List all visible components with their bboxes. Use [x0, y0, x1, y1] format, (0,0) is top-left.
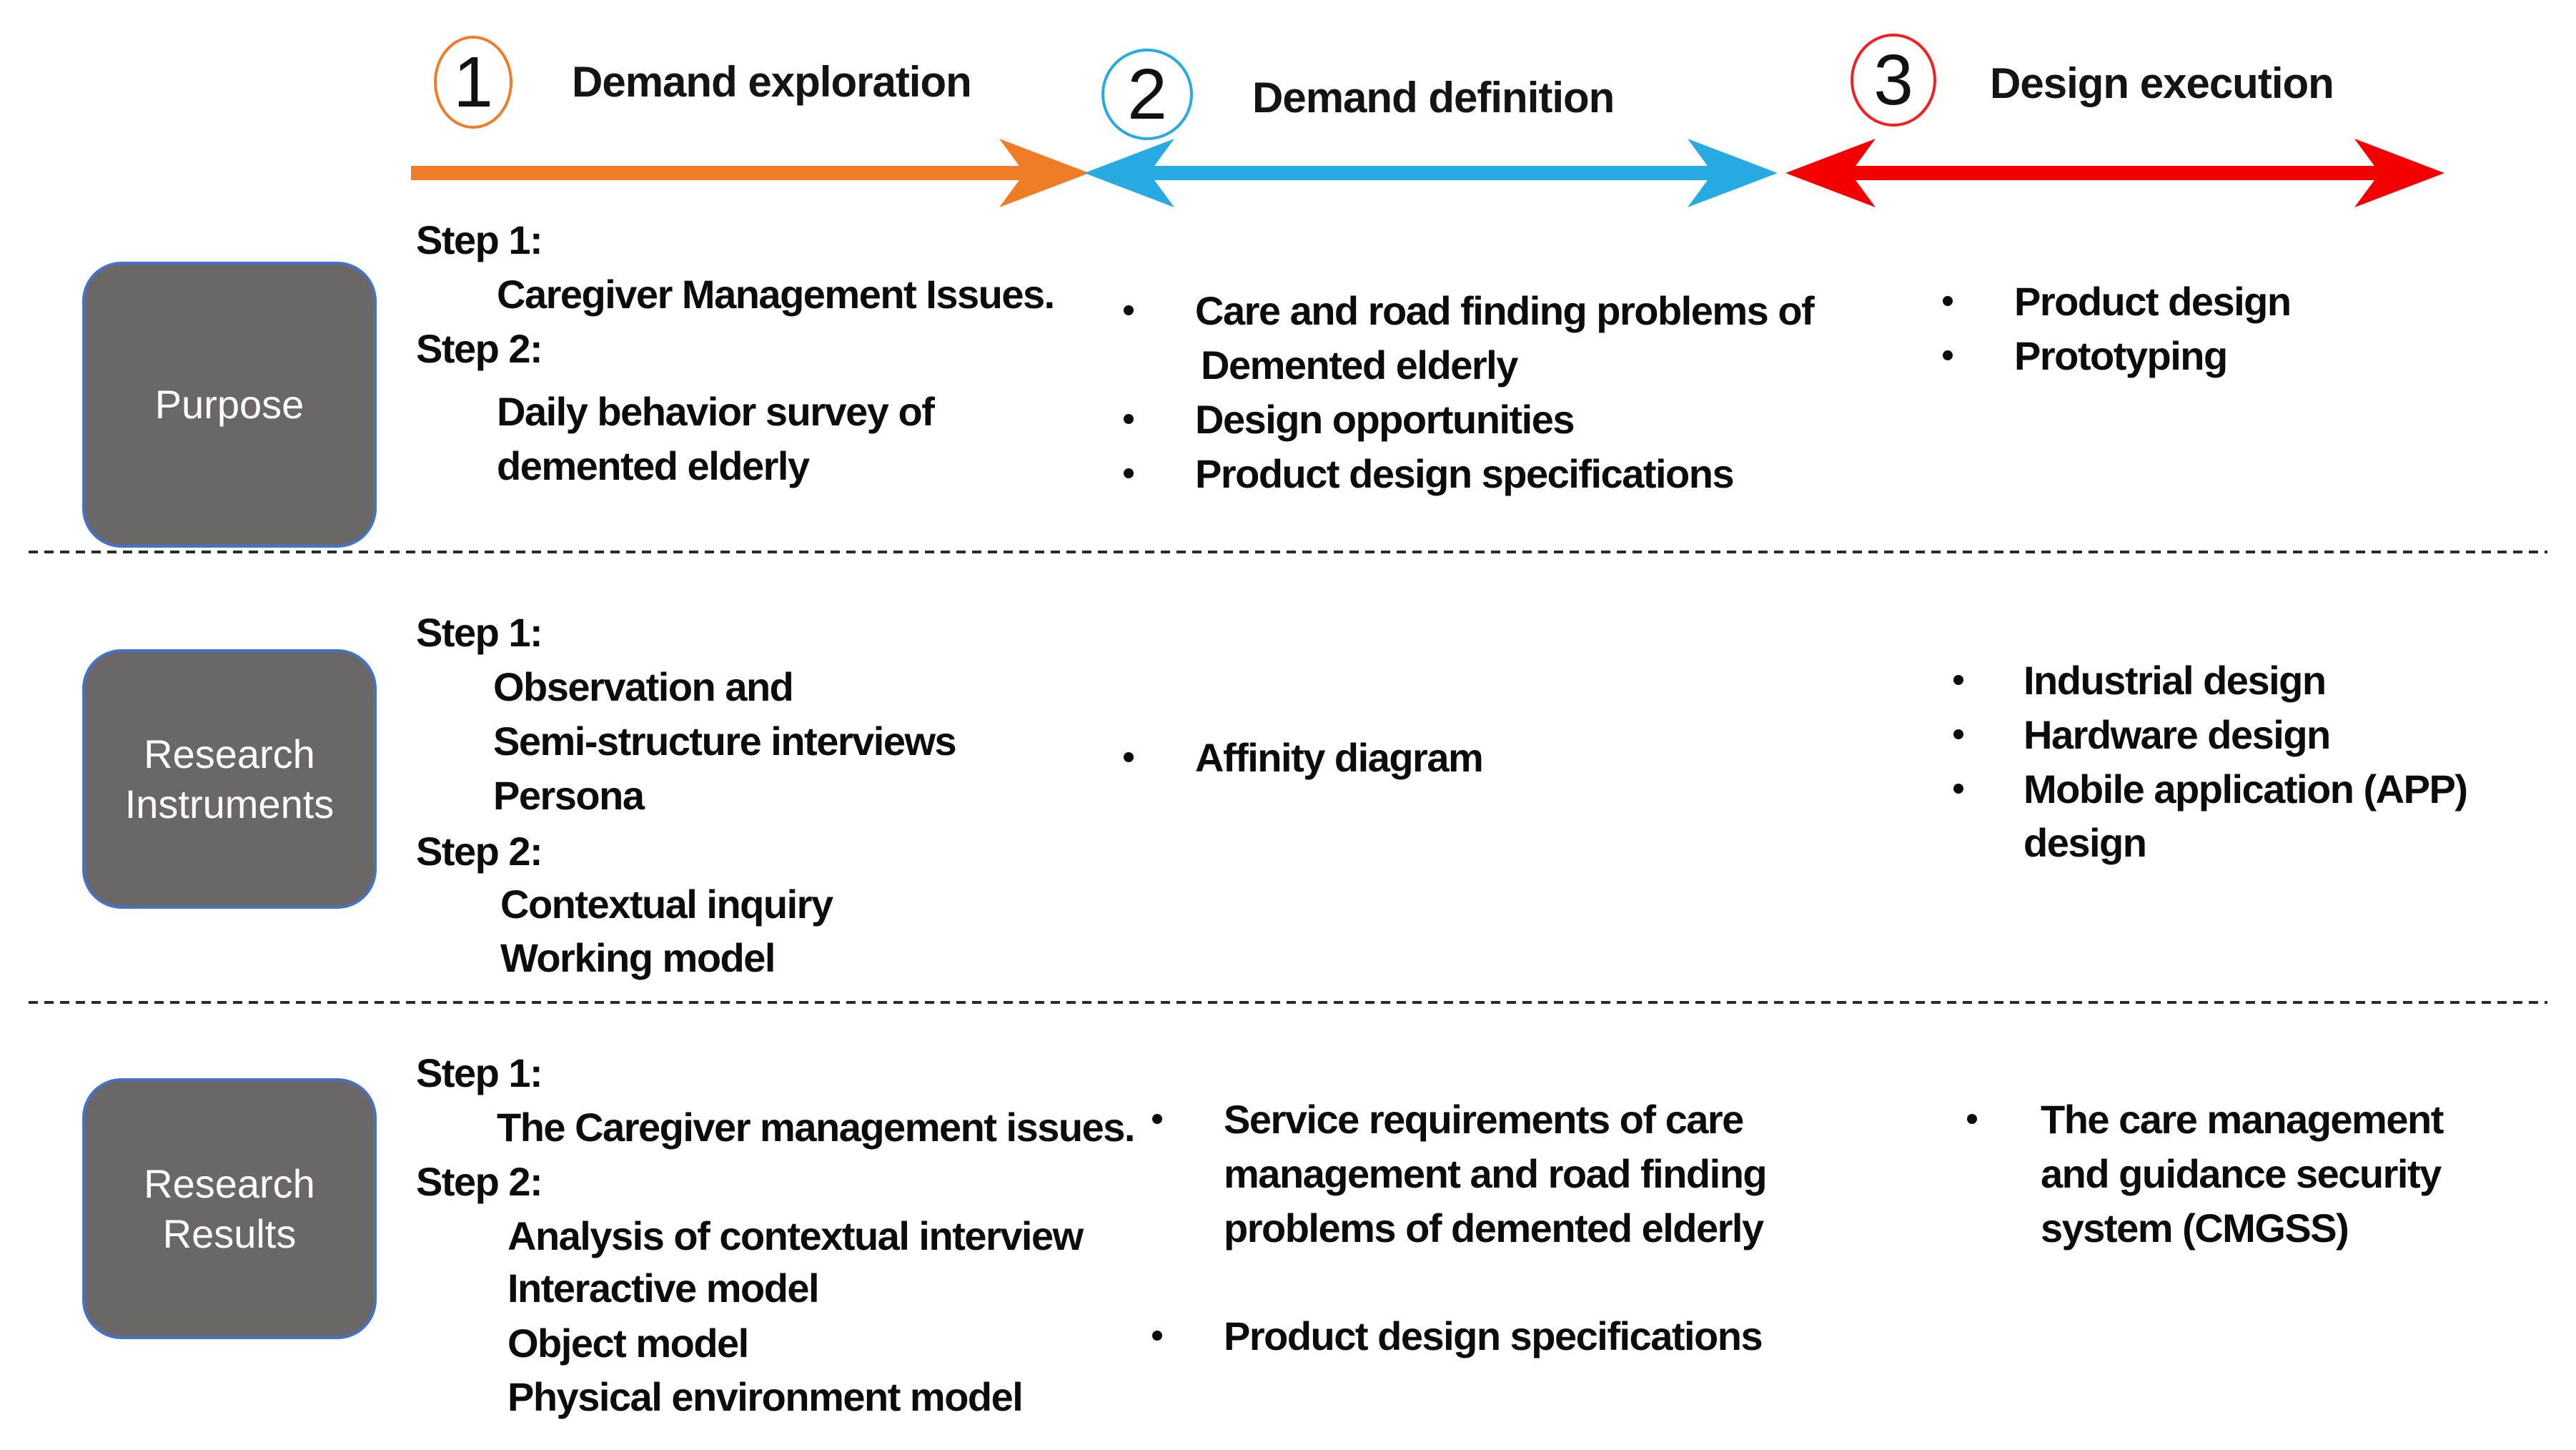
phase-3-arrow-shaft: [1848, 166, 2380, 180]
phase-2-arrow-shaft: [1147, 166, 1715, 180]
results-execution-line: The care management: [2041, 1097, 2444, 1142]
instruments-execution-line: Mobile application (APP): [2023, 766, 2468, 812]
instruments-execution-line: design: [2023, 820, 2147, 865]
phase-1-circle-icon: 1: [434, 36, 512, 129]
results-definition-line: Service requirements of care: [1224, 1097, 1744, 1142]
instruments-execution-line: Industrial design: [2023, 658, 2327, 703]
bullet-icon: [1953, 675, 1963, 685]
bullet-icon: [1124, 468, 1134, 478]
results-definition-line: problems of demented elderly: [1224, 1205, 1764, 1251]
results-exploration-line: Physical environment model: [507, 1374, 1024, 1419]
row-label-research-instruments: Research Instruments: [82, 649, 377, 909]
row-label-purpose: Purpose: [82, 262, 377, 548]
bullet-icon: [1953, 784, 1963, 794]
instruments-exploration-line: Working model: [500, 935, 776, 980]
purpose-execution-line: Prototyping: [2014, 333, 2228, 378]
phase-1-arrow-shaft: [411, 166, 1026, 180]
purpose-exploration-line: Daily behavior survey of: [497, 389, 935, 434]
results-execution-line: system (CMGSS): [2041, 1205, 2349, 1251]
bullet-icon: [1124, 414, 1134, 424]
results-exploration-line: Object model: [507, 1321, 749, 1366]
phase-2-label: Demand definition: [1252, 74, 1615, 122]
purpose-exploration-line: Step 2:: [416, 326, 543, 371]
bullet-icon: [1152, 1331, 1162, 1341]
instruments-execution-line: Hardware design: [2023, 712, 2331, 757]
phase-1-label: Demand exploration: [572, 58, 972, 106]
purpose-exploration-line: demented elderly: [497, 443, 810, 488]
bullet-icon: [1943, 296, 1953, 306]
purpose-definition-line: Design opportunities: [1195, 397, 1575, 442]
instruments-definition-line: Affinity diagram: [1195, 735, 1484, 780]
row-separator: [29, 1001, 2547, 1004]
results-exploration-line: Analysis of contextual interview: [507, 1213, 1084, 1258]
purpose-definition-line: Care and road finding problems of: [1195, 288, 1815, 333]
bullet-icon: [1953, 729, 1963, 739]
phase-3-number: 3: [1873, 39, 1913, 120]
bullet-icon: [1943, 350, 1953, 360]
row-separator: [29, 551, 2547, 553]
results-exploration-line: Step 2:: [416, 1159, 543, 1204]
bullet-icon: [1124, 752, 1134, 762]
phase-3-label: Design execution: [1990, 59, 2334, 107]
purpose-execution-line: Product design: [2014, 279, 2292, 324]
results-exploration-line: The Caregiver management issues.: [497, 1105, 1135, 1150]
purpose-exploration-line: Caregiver Management Issues.: [497, 272, 1055, 317]
row-label-text: Research Results: [144, 1160, 315, 1256]
phase-2-number: 2: [1127, 54, 1167, 134]
instruments-exploration-line: Step 1:: [416, 610, 543, 655]
phase-1-number: 1: [453, 41, 493, 122]
phase-2-circle-icon: 2: [1101, 49, 1193, 140]
instruments-exploration-line: Persona: [493, 773, 645, 818]
instruments-exploration-line: Observation and: [493, 664, 794, 709]
phase-3-circle-icon: 3: [1851, 34, 1936, 127]
bullet-icon: [1967, 1114, 1977, 1124]
results-definition-line: Product design specifications: [1224, 1313, 1763, 1358]
row-label-research-results: Research Results: [82, 1078, 377, 1339]
row-label-text: Purpose: [154, 382, 304, 427]
purpose-definition-line: Product design specifications: [1195, 451, 1735, 496]
results-exploration-line: Interactive model: [507, 1266, 820, 1311]
instruments-exploration-line: Semi-structure interviews: [493, 719, 957, 764]
instruments-exploration-line: Step 2:: [416, 829, 543, 874]
results-exploration-line: Step 1:: [416, 1050, 543, 1095]
results-execution-line: and guidance security: [2041, 1151, 2442, 1196]
bullet-icon: [1152, 1114, 1162, 1124]
results-definition-line: management and road finding: [1224, 1151, 1768, 1196]
instruments-exploration-line: Contextual inquiry: [500, 882, 833, 927]
purpose-definition-line: Demented elderly: [1201, 342, 1518, 388]
purpose-exploration-line: Step 1:: [416, 217, 543, 262]
bullet-icon: [1124, 305, 1134, 315]
row-label-text: Research Instruments: [124, 731, 335, 827]
